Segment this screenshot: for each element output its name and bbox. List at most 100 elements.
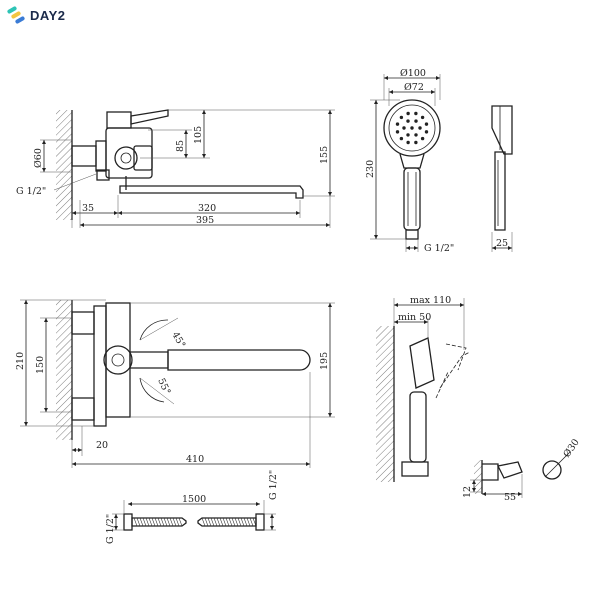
fitting-top (71, 311, 95, 335)
bracket-detail (482, 463, 499, 481)
hose-braid-line (154, 517, 159, 527)
mixer-plate (93, 305, 107, 427)
clamp-ring (542, 460, 562, 480)
hose-braid-line (148, 517, 153, 527)
dim-d195: 195 (319, 352, 330, 370)
shower-head-side (491, 105, 513, 155)
holder-head (409, 337, 435, 389)
hose-braid-line (222, 517, 227, 527)
nozzle-dot (424, 122, 429, 126)
fitting-bottom (71, 397, 95, 421)
nozzle-dot (424, 130, 429, 134)
hose-braid-line (243, 517, 248, 527)
hose-braid-line (246, 517, 251, 527)
hose-braid-line (172, 517, 177, 527)
hose-braid-line (204, 517, 209, 527)
nozzle-dot (420, 136, 425, 141)
wall-hatch (56, 110, 72, 220)
dim-max110: max 110 (410, 295, 451, 306)
hose-braid-line (213, 517, 218, 527)
hose-braid-line (231, 517, 236, 527)
dim-d230: 230 (365, 160, 376, 178)
hose-braid-line (151, 517, 156, 527)
hose-braid-line (237, 517, 242, 527)
nozzle-pattern (395, 111, 429, 145)
hose-braid-line (201, 517, 206, 527)
dim-d210: 210 (15, 352, 26, 370)
brand-name: DAY2 (30, 7, 66, 23)
dim-g12-head: G 1/2" (424, 243, 454, 254)
nozzle-dot (414, 119, 418, 123)
dim-d395: 395 (196, 215, 214, 226)
dim-d60: Ø60 (33, 148, 44, 168)
nozzle-dot (395, 122, 400, 126)
shower-handle (403, 167, 421, 231)
dim-d20: 20 (96, 440, 108, 451)
wall-hatch-holder (376, 326, 394, 482)
nozzle-dot (406, 140, 410, 145)
cartridge-cap (106, 111, 132, 129)
wall-hatch-front (56, 300, 72, 440)
hose-braid-line (169, 517, 174, 527)
dim-d155: 155 (319, 146, 330, 164)
nozzle-dot (410, 126, 414, 130)
shower-hose: 1500 G 1/2" G 1/2" (105, 470, 279, 544)
dim-d105: 105 (193, 126, 204, 144)
hose-nut-left (123, 513, 133, 531)
hose-braid-line (207, 517, 212, 527)
nozzle-dot (395, 130, 400, 134)
dim-d1500: 1500 (182, 494, 206, 505)
shower-head-face (383, 99, 441, 157)
hose-braid-line (163, 517, 168, 527)
hose-braid-line (133, 517, 138, 527)
top-view-mixer: Ø60 G 1/2" 35 320 395 85 105 155 (16, 109, 335, 228)
hose-braid-line (142, 517, 147, 527)
hose-braid-line (139, 517, 144, 527)
shower-holder-view: max 110 min 50 12 55 Ø30 (376, 295, 582, 503)
dim-g12-hose-right: G 1/2" (268, 470, 279, 500)
nozzle-dot (414, 133, 418, 137)
spout-front (167, 349, 311, 371)
mixer-front-body (105, 302, 131, 418)
dim-d55: 55 (504, 492, 516, 503)
hose-braid-line (157, 517, 162, 527)
spout-top (119, 185, 304, 199)
dim-a45: 45° (169, 330, 187, 350)
hose-braid-line (160, 517, 165, 527)
dim-d410: 410 (186, 454, 204, 465)
hose-braid-line (249, 517, 254, 527)
nozzle-dot (414, 111, 418, 116)
nozzle-dot (414, 140, 418, 145)
nozzle-dot (399, 136, 404, 141)
front-view-mixer: 45° 55° 210 150 195 20 410 (15, 299, 335, 468)
hose-braid-line (166, 517, 171, 527)
eccentric-fitting (71, 145, 97, 167)
nozzle-dot (399, 115, 404, 120)
hose-braid-line (234, 517, 239, 527)
nozzle-dot (406, 133, 410, 137)
shower-thread (405, 229, 419, 240)
nozzle-dot (406, 119, 410, 123)
hose-braid-line (219, 517, 224, 527)
hose-braid-line (175, 517, 180, 527)
nozzle-dot (418, 126, 422, 130)
hose-braid-line (225, 517, 230, 527)
hose-braid-line (210, 517, 215, 527)
hose-braid-line (178, 517, 183, 527)
nozzle-dot (420, 115, 425, 120)
dim-g12-top: G 1/2" (16, 186, 46, 197)
dim-g12-hose-left: G 1/2" (105, 514, 116, 544)
dim-d320: 320 (198, 203, 216, 214)
holder-bracket (401, 461, 429, 477)
hose-nut-right (255, 513, 265, 531)
nozzle-dot (402, 126, 406, 130)
dim-a55: 55° (155, 377, 172, 397)
hose-braid-line (228, 517, 233, 527)
brand-logo-icon (7, 6, 25, 24)
dim-d150: 150 (35, 356, 46, 374)
shower-head-view: Ø100 Ø72 230 G 1/2" 25 (365, 68, 513, 254)
hose-braid-line (136, 517, 141, 527)
dim-d85: 85 (175, 140, 186, 152)
holder-handle (409, 391, 427, 463)
